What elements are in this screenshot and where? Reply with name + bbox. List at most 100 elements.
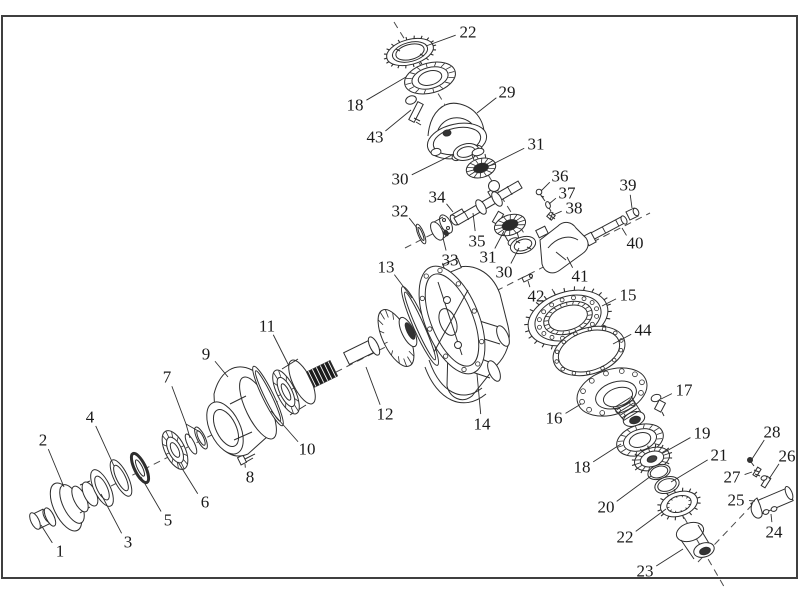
callout-22: 22: [425, 23, 477, 47]
callout-41: 41: [566, 256, 589, 286]
callout-43: 43: [367, 109, 412, 147]
part-32-shim: [415, 223, 427, 245]
part-16-diff-case: [576, 367, 648, 427]
callout-label-16: 16: [546, 409, 563, 428]
callout-40: 40: [621, 227, 644, 253]
part-9-bearing-retainer: [206, 366, 277, 457]
callout-label-41: 41: [572, 267, 589, 286]
callout-35: 35: [469, 212, 486, 251]
callout-27: 27: [724, 468, 753, 487]
callout-label-30: 30: [392, 170, 409, 189]
figure-frame: [1, 15, 798, 579]
callout-label-1: 1: [56, 542, 65, 561]
callout-label-37: 37: [559, 184, 577, 203]
part-25-bracket-jaw: [750, 497, 763, 519]
callout-label-14: 14: [474, 415, 492, 434]
callout-3: 3: [100, 493, 133, 552]
callout-34: 34: [429, 188, 454, 213]
callout-1: 1: [40, 524, 65, 561]
callout-label-22: 22: [460, 23, 477, 42]
callout-label-36: 36: [552, 167, 569, 186]
callout-11: 11: [259, 317, 290, 367]
callout-17: 17: [660, 381, 694, 400]
callout-label-12: 12: [377, 405, 394, 424]
part-6-bearing: [161, 430, 189, 470]
callout-label-31: 31: [480, 248, 497, 267]
part-22-adjusting-ring-top: [383, 35, 437, 69]
part-2-flange: [43, 480, 99, 532]
callout-38: 38: [552, 199, 583, 218]
part-12-drive-pinion: [305, 309, 418, 389]
part-43-bolt: [405, 95, 424, 126]
callout-19: 19: [662, 424, 711, 454]
callout-9: 9: [202, 345, 229, 378]
callout-label-19: 19: [694, 424, 711, 443]
callout-30: 30: [392, 153, 455, 189]
part-17-bolt: [650, 393, 667, 417]
callout-label-9: 9: [202, 345, 211, 364]
callout-16: 16: [546, 403, 582, 428]
callout-label-8: 8: [246, 468, 255, 487]
part-23-end-cap: [675, 521, 715, 560]
callout-label-23: 23: [637, 562, 654, 581]
part-8-bolt: [236, 453, 256, 466]
callout-label-7: 7: [163, 368, 172, 387]
callout-4: 4: [86, 408, 115, 467]
callout-label-32: 32: [392, 202, 409, 221]
callout-label-2: 2: [39, 431, 48, 450]
callout-8: 8: [244, 463, 255, 487]
part-7-shims: [184, 426, 208, 455]
callout-37: 37: [548, 184, 577, 205]
part-11-bearing: [272, 358, 316, 416]
part-22-spline-ring-bottom: [657, 487, 701, 521]
callout-10: 10: [270, 410, 316, 459]
part-30-thrust-washer-mid: [509, 235, 537, 255]
callout-18: 18: [347, 76, 407, 115]
callout-36: 36: [540, 167, 569, 192]
callout-label-30: 30: [496, 263, 513, 282]
callout-label-35: 35: [469, 232, 486, 251]
part-4-seal-ring: [109, 459, 133, 497]
callout-label-20: 20: [598, 498, 615, 517]
callout-28: 28: [751, 423, 781, 460]
callout-label-3: 3: [124, 533, 133, 552]
part-26-pin: [760, 475, 772, 489]
axis-lines: [35, 21, 754, 591]
callout-20: 20: [598, 475, 652, 517]
callout-label-5: 5: [164, 511, 173, 530]
part-38-clip: [546, 211, 556, 221]
callout-label-42: 42: [528, 287, 545, 306]
callout-42: 42: [528, 280, 545, 306]
callout-label-44: 44: [635, 321, 653, 340]
callout-label-11: 11: [259, 317, 275, 336]
callout-15: 15: [601, 286, 637, 307]
part-3-washer: [90, 469, 114, 507]
callout-21: 21: [670, 446, 728, 483]
callout-label-13: 13: [378, 258, 395, 277]
callout-label-10: 10: [299, 440, 316, 459]
part-28-screw: [747, 457, 755, 467]
callout-23: 23: [637, 548, 684, 581]
callout-label-38: 38: [566, 199, 583, 218]
callout-label-31: 31: [528, 135, 545, 154]
callout-2: 2: [39, 431, 65, 488]
callout-14: 14: [474, 373, 492, 434]
callout-label-17: 17: [676, 381, 694, 400]
callout-label-18: 18: [347, 96, 364, 115]
part-27-spring-pin: [752, 466, 762, 478]
callout-label-25: 25: [728, 491, 745, 510]
callout-label-33: 33: [442, 251, 459, 270]
part-42-pin: [521, 273, 533, 283]
callout-label-28: 28: [764, 423, 781, 442]
callout-24: 24: [766, 513, 783, 542]
callout-label-22: 22: [617, 528, 634, 547]
part-5-ring: [129, 451, 151, 485]
callout-label-6: 6: [201, 493, 210, 512]
part-36-screw: [535, 188, 546, 202]
callout-44: 44: [612, 321, 653, 345]
callout-label-39: 39: [620, 176, 637, 195]
callout-label-34: 34: [429, 188, 447, 207]
callout-39: 39: [620, 176, 637, 209]
callout-label-27: 27: [724, 468, 742, 487]
part-35-cross-shaft: [453, 180, 523, 228]
